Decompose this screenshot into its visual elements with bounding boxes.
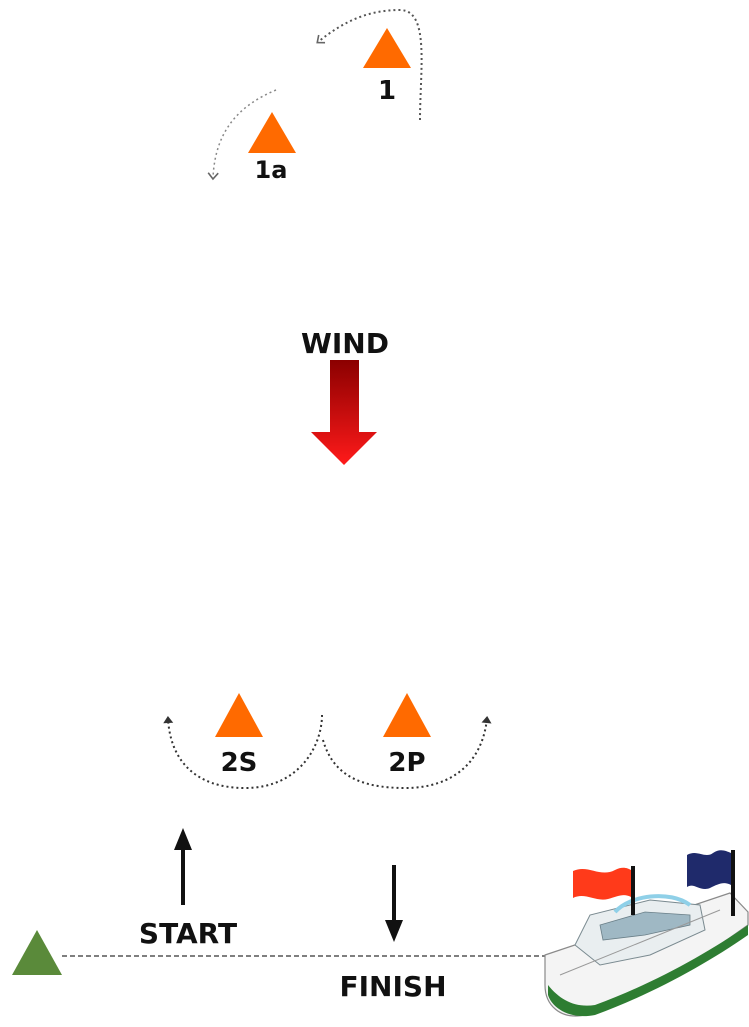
mark-2s-buoy xyxy=(215,693,263,737)
mark-1a-label: 1a xyxy=(255,156,288,184)
mark-2s-label: 2S xyxy=(221,748,258,778)
boat-hull-stripe xyxy=(548,925,748,1017)
mark-1-buoy xyxy=(363,28,411,68)
mark-2p-buoy xyxy=(383,693,431,737)
pin-end-mark xyxy=(12,930,62,975)
boat-windows xyxy=(599,911,691,941)
boat-rail xyxy=(559,909,721,976)
mark-2p-rounding-path xyxy=(322,716,492,790)
finish-label: FINISH xyxy=(340,970,447,1003)
committee-boat xyxy=(544,850,749,1017)
start-arrow-head xyxy=(174,828,192,850)
mark-1a-buoy xyxy=(248,112,296,153)
mark-1-rounding-path xyxy=(316,8,423,121)
boat-canopy xyxy=(613,894,692,914)
wind-label: WIND xyxy=(301,327,389,360)
finish-arrow-head xyxy=(385,920,403,942)
mark-1-label: 1 xyxy=(378,76,396,106)
blue-flag-icon xyxy=(687,850,731,889)
mark-2s-rounding-path xyxy=(163,714,323,790)
wind-arrow xyxy=(311,360,377,465)
red-flag-icon xyxy=(573,867,631,900)
mark-1a-rounding-path xyxy=(207,89,277,181)
mark-2p-label: 2P xyxy=(388,748,425,778)
start-label: START xyxy=(139,917,237,950)
